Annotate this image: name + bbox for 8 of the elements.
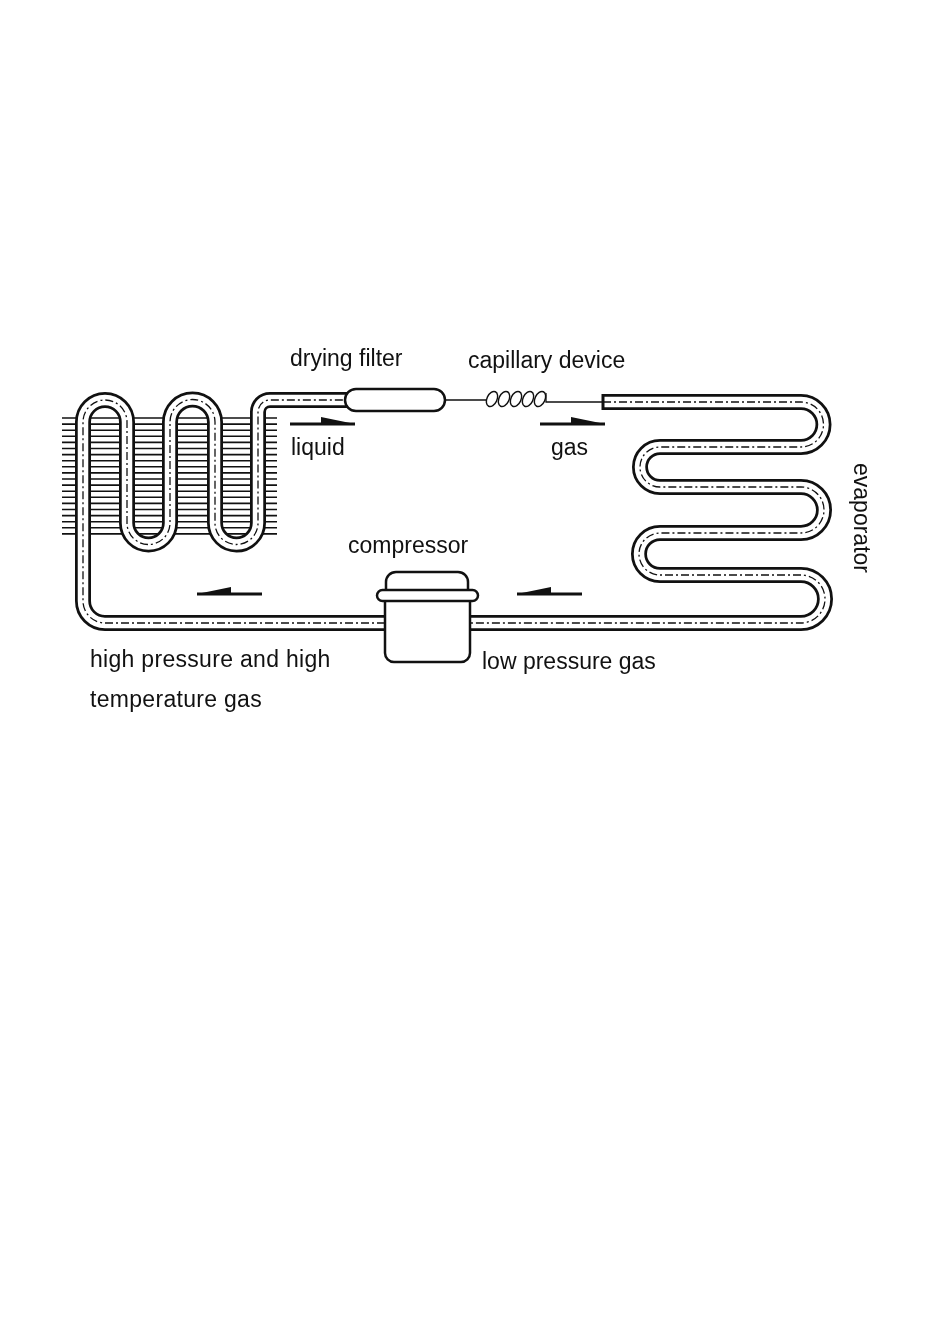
component-label: evaporator (848, 463, 876, 573)
component-label: drying filter (290, 344, 403, 372)
flow-label: low pressure gas (482, 647, 656, 675)
component-label: compressor (348, 531, 469, 559)
component-label: capillary device (468, 346, 626, 374)
flow-label: gas (551, 433, 589, 461)
flow-label: liquid (291, 433, 345, 461)
flow-label: high pressure and high temperature gas (90, 645, 332, 714)
